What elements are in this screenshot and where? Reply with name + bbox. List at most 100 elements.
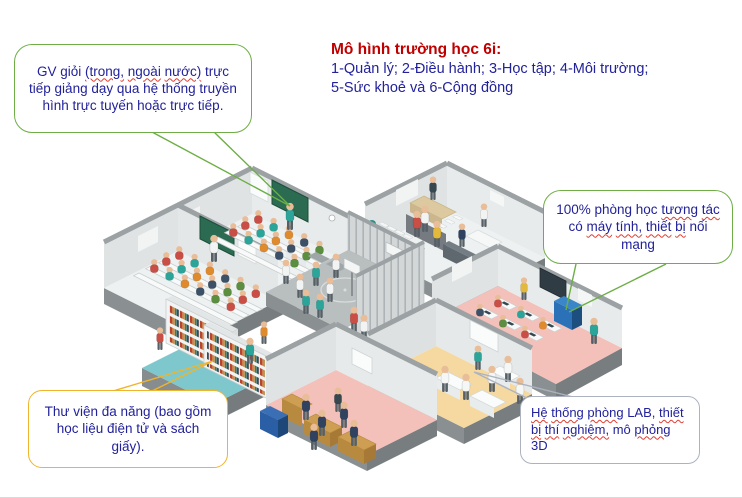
books bbox=[207, 362, 265, 396]
student bbox=[517, 305, 525, 319]
window bbox=[138, 226, 158, 252]
wall-top bbox=[496, 243, 624, 311]
wall-top bbox=[347, 210, 425, 252]
bookshelf bbox=[204, 322, 274, 357]
title-block: Mô hình trường học 6i: 1-Quản lý; 2-Điều… bbox=[331, 40, 691, 98]
wood-bench bbox=[364, 444, 376, 464]
lab-bench bbox=[436, 378, 460, 400]
page-title: Mô hình trường học 6i: bbox=[331, 41, 502, 58]
student bbox=[299, 232, 309, 247]
meeting-table bbox=[409, 195, 457, 220]
network-cabinet bbox=[572, 305, 582, 330]
student bbox=[180, 274, 190, 289]
leader-line-teachers bbox=[151, 131, 291, 207]
computer-plinth bbox=[556, 348, 622, 401]
student bbox=[190, 253, 199, 268]
gym bbox=[266, 210, 425, 353]
callout-classrooms: 100% phòng học tương tác có máy tính, th… bbox=[543, 190, 733, 264]
wall-top bbox=[445, 160, 547, 215]
student bbox=[315, 240, 324, 255]
student bbox=[274, 245, 284, 260]
callout-library: Thư viện đa năng (bao gồm học liệu điện … bbox=[28, 390, 228, 468]
reception-counter bbox=[443, 241, 479, 259]
student bbox=[238, 290, 248, 305]
waiting-chair bbox=[393, 229, 406, 236]
student bbox=[476, 303, 484, 317]
chair bbox=[451, 214, 464, 221]
student bbox=[177, 259, 186, 274]
student bbox=[251, 284, 261, 299]
blue-cabinet bbox=[260, 406, 288, 420]
student bbox=[226, 297, 236, 312]
student bbox=[205, 261, 215, 276]
wall-top bbox=[434, 297, 534, 351]
laptop bbox=[524, 312, 533, 317]
laptop bbox=[528, 332, 537, 337]
workshop-floor bbox=[266, 370, 437, 455]
workshop-plinth bbox=[367, 420, 437, 471]
student bbox=[236, 276, 245, 291]
wood-bench bbox=[337, 430, 377, 451]
wall-top bbox=[355, 240, 425, 278]
chair bbox=[443, 218, 456, 225]
callout-lab: Hệ thống phòng LAB, thiết bị thí nghiệm,… bbox=[520, 396, 700, 464]
student bbox=[223, 282, 232, 297]
subtitle-line-2: 5-Sức khoẻ và 6-Cộng đồng bbox=[331, 80, 514, 96]
window bbox=[452, 256, 472, 282]
court-center bbox=[343, 288, 347, 292]
student bbox=[286, 238, 296, 253]
laptop bbox=[501, 301, 510, 306]
gym-mat bbox=[308, 252, 330, 263]
person bbox=[156, 326, 164, 351]
wall-top bbox=[250, 165, 354, 221]
student bbox=[539, 316, 547, 330]
workshop-room bbox=[260, 321, 439, 471]
books bbox=[207, 352, 265, 388]
student bbox=[165, 266, 174, 281]
student bbox=[195, 281, 205, 296]
laptop bbox=[483, 310, 492, 315]
leader-line-classrooms bbox=[565, 263, 667, 313]
whiteboard bbox=[469, 319, 499, 353]
student bbox=[207, 274, 217, 289]
person bbox=[260, 320, 268, 345]
lab-plinth bbox=[464, 394, 532, 444]
waiting-chair bbox=[401, 233, 414, 240]
student bbox=[161, 251, 171, 266]
student bbox=[192, 267, 202, 282]
student bbox=[220, 268, 230, 283]
student bbox=[302, 246, 311, 261]
waiting-chair bbox=[377, 221, 390, 228]
student bbox=[174, 245, 184, 260]
window bbox=[396, 179, 418, 206]
computer-wall bbox=[432, 246, 498, 319]
student bbox=[240, 215, 250, 230]
callout-teachers: GV giỏi (trong, ngoài nước) trực tiếp gi… bbox=[14, 44, 252, 133]
student bbox=[253, 209, 263, 224]
classroom-desk-row bbox=[132, 272, 238, 326]
student bbox=[256, 223, 265, 238]
wall-top bbox=[363, 160, 449, 207]
student bbox=[244, 230, 253, 245]
clock bbox=[328, 214, 336, 222]
waiting-chair bbox=[385, 225, 398, 232]
laptop bbox=[506, 321, 515, 326]
network-cabinet bbox=[554, 301, 572, 330]
wood-cabinet bbox=[282, 399, 302, 427]
workshop-wall bbox=[266, 324, 336, 405]
student bbox=[271, 231, 281, 246]
student bbox=[259, 238, 269, 253]
student bbox=[499, 314, 507, 328]
person bbox=[309, 423, 319, 451]
wall-top bbox=[334, 321, 439, 377]
leader-line-library bbox=[112, 360, 214, 392]
wall-top bbox=[264, 321, 338, 362]
student bbox=[228, 222, 238, 237]
wall-top bbox=[366, 297, 438, 337]
student bbox=[269, 217, 278, 232]
student bbox=[521, 325, 529, 339]
books bbox=[207, 341, 265, 378]
laptop bbox=[546, 323, 555, 328]
student bbox=[290, 253, 299, 268]
